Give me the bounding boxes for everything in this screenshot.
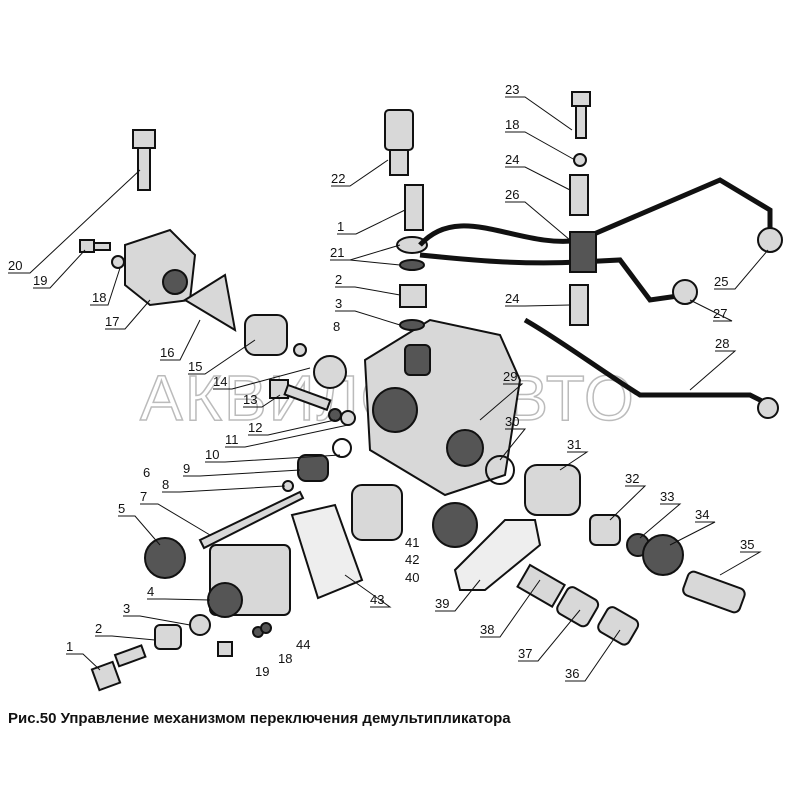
- plug-31: [524, 464, 581, 516]
- callout-15: 15: [188, 359, 202, 374]
- figure-caption: Рис.50 Управление механизмом переключени…: [8, 710, 511, 727]
- callout-11: 11: [225, 432, 239, 447]
- callout-30: 30: [505, 414, 519, 429]
- callout-28: 28: [715, 336, 729, 351]
- callout-40: 40: [405, 570, 419, 585]
- callout-29: 29: [503, 369, 517, 384]
- callout-3: 3: [123, 601, 130, 616]
- callout-34: 34: [695, 507, 709, 522]
- piston-14: [313, 355, 347, 389]
- callout-2b: 2: [335, 272, 342, 287]
- callout-25: 25: [714, 274, 728, 289]
- callout-1b: 1: [337, 219, 344, 234]
- callout-41: 41: [405, 535, 419, 550]
- callout-7: 7: [140, 489, 147, 504]
- gear-40: [432, 502, 478, 548]
- callout-23: 23: [505, 82, 519, 97]
- callout-13: 13: [243, 392, 257, 407]
- callout-20: 20: [8, 258, 22, 273]
- leader-lines: [8, 96, 769, 682]
- callout-18b: 18: [278, 651, 292, 666]
- flange-17: [124, 228, 197, 307]
- bolt-20: [132, 129, 156, 149]
- callout-37: 37: [518, 646, 532, 661]
- callout-12: 12: [248, 420, 262, 435]
- callout-32: 32: [625, 471, 639, 486]
- callout-18: 18: [92, 290, 106, 305]
- gasket-43: [290, 503, 364, 600]
- bolt-1: [404, 184, 424, 231]
- callout-16: 16: [160, 345, 174, 360]
- callout-3b: 3: [335, 296, 342, 311]
- callout-4: 4: [147, 584, 154, 599]
- callout-18c: 18: [505, 117, 519, 132]
- callout-22: 22: [331, 171, 345, 186]
- callout-6: 6: [143, 465, 150, 480]
- sleeve-41: [351, 484, 403, 541]
- callout-19b: 19: [255, 664, 269, 679]
- callout-21: 21: [330, 245, 344, 260]
- callout-8: 8: [162, 477, 169, 492]
- parts: [79, 91, 783, 692]
- callout-31: 31: [567, 437, 581, 452]
- spring-15: [244, 314, 288, 356]
- callout-27: 27: [713, 306, 727, 321]
- shaft-7: [198, 490, 305, 550]
- disk-5: [144, 537, 186, 579]
- callout-14: 14: [213, 374, 227, 389]
- callout-17: 17: [105, 314, 119, 329]
- callouts: 20 19 18 17 16 15 14 13 12 11 10 9 6 8 7…: [8, 82, 754, 681]
- callout-1: 1: [66, 639, 73, 654]
- callout-42: 42: [405, 552, 419, 567]
- callout-33: 33: [660, 489, 674, 504]
- callout-24b: 24: [505, 291, 519, 306]
- callout-38: 38: [480, 622, 494, 637]
- callout-36: 36: [565, 666, 579, 681]
- callout-9: 9: [183, 461, 190, 476]
- callout-39: 39: [435, 596, 449, 611]
- callout-24: 24: [505, 152, 519, 167]
- gasket-16: [183, 273, 237, 332]
- callout-8b: 8: [333, 319, 340, 334]
- callout-26: 26: [505, 187, 519, 202]
- callout-35: 35: [740, 537, 754, 552]
- callout-19: 19: [33, 273, 47, 288]
- callout-5: 5: [118, 501, 125, 516]
- callout-10: 10: [205, 447, 219, 462]
- fitting-22: [384, 109, 414, 151]
- callout-44: 44: [296, 637, 310, 652]
- callout-2: 2: [95, 621, 102, 636]
